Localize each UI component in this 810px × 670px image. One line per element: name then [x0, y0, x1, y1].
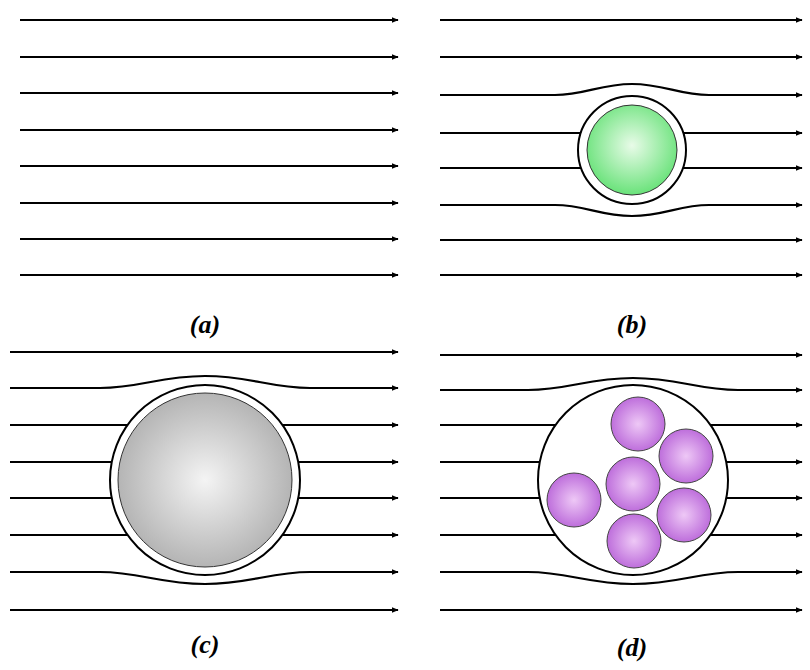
- primary-particles: [547, 397, 713, 568]
- panel-label: (b): [617, 310, 647, 340]
- boundary-ring: [578, 96, 686, 204]
- streamlines-d: [440, 355, 802, 610]
- streamlines-c: [10, 352, 398, 610]
- boundary-ring: [110, 385, 300, 575]
- streamlines-b: [440, 20, 802, 275]
- panel-label: (a): [190, 310, 220, 340]
- panel-label: (d): [617, 633, 647, 663]
- aggregate-ring: [538, 385, 728, 575]
- panel-label: (c): [191, 630, 220, 660]
- streamlines-a: [20, 20, 398, 275]
- large-particle: [118, 393, 292, 567]
- small-particle: [587, 105, 677, 195]
